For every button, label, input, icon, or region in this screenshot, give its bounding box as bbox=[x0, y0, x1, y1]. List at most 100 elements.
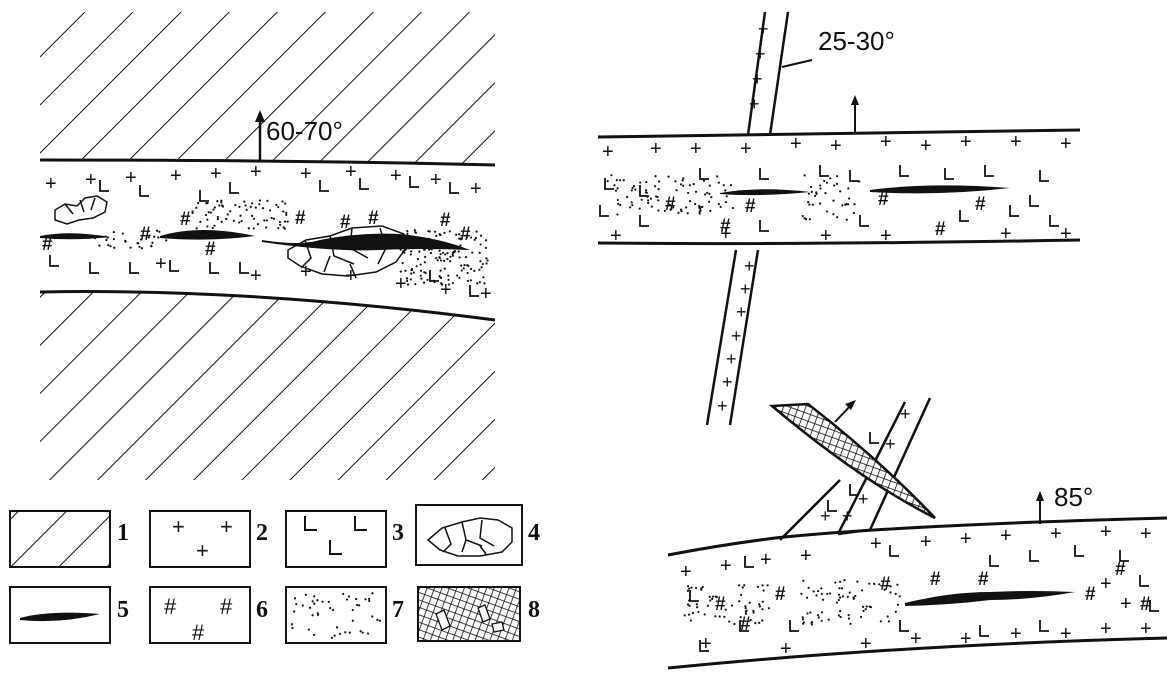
dot-symbol bbox=[898, 595, 901, 598]
dot-symbol bbox=[107, 244, 110, 247]
l-symbol bbox=[944, 168, 954, 180]
dot-symbol bbox=[443, 231, 446, 234]
dot-symbol bbox=[481, 262, 484, 266]
dot-symbol bbox=[647, 201, 650, 205]
dot-symbol bbox=[728, 620, 731, 623]
hash-symbol: # bbox=[740, 614, 751, 635]
dot-symbol bbox=[413, 228, 416, 232]
dot-symbol bbox=[868, 605, 871, 608]
dot-symbol bbox=[206, 225, 209, 228]
left-dip-arrow bbox=[255, 110, 265, 160]
plus-symbol: + bbox=[1050, 523, 1062, 545]
dot-symbol bbox=[422, 281, 426, 284]
dot-symbol bbox=[758, 621, 761, 624]
dot-symbol bbox=[693, 202, 697, 206]
dot-symbol bbox=[644, 191, 647, 194]
dot-symbol bbox=[861, 605, 865, 608]
dot-symbol bbox=[329, 606, 332, 610]
plus-symbol: + bbox=[170, 165, 182, 187]
dot-symbol bbox=[724, 189, 727, 192]
dot-symbol bbox=[485, 262, 488, 265]
dot-symbol bbox=[610, 174, 613, 177]
dot-symbol bbox=[849, 622, 852, 625]
dot-symbol bbox=[834, 581, 837, 584]
bottom-right-dip-arrow bbox=[1036, 491, 1044, 524]
l-symbol bbox=[49, 255, 59, 267]
dot-symbol bbox=[457, 250, 460, 253]
dot-symbol bbox=[254, 206, 257, 209]
plus-symbol: + bbox=[830, 135, 842, 157]
dot-symbol bbox=[351, 619, 354, 622]
dot-symbol bbox=[272, 217, 276, 220]
left-ore-lenses bbox=[40, 230, 470, 251]
dot-symbol bbox=[443, 259, 446, 262]
plus-symbol: + bbox=[910, 628, 922, 650]
dot-symbol bbox=[466, 271, 469, 275]
dot-symbol bbox=[399, 270, 402, 273]
dot-symbol bbox=[364, 598, 367, 601]
dot-symbol bbox=[410, 267, 413, 271]
dot-symbol bbox=[699, 207, 702, 210]
svg-text:+: + bbox=[220, 514, 233, 539]
l-symbol bbox=[449, 182, 459, 194]
dot-symbol bbox=[836, 175, 839, 178]
l-symbol bbox=[1049, 215, 1059, 227]
dot-symbol bbox=[148, 234, 151, 237]
hash-symbol: # bbox=[295, 208, 306, 229]
l-symbol bbox=[889, 545, 899, 557]
dot-symbol bbox=[338, 632, 342, 635]
dot-symbol bbox=[616, 198, 619, 202]
plus-symbol: + bbox=[842, 506, 853, 526]
dot-symbol bbox=[807, 192, 810, 195]
dot-symbol bbox=[820, 611, 824, 614]
l-symbol bbox=[699, 168, 709, 180]
dot-symbol bbox=[841, 204, 844, 207]
dot-symbol bbox=[883, 588, 886, 591]
dot-symbol bbox=[401, 261, 404, 265]
dot-symbol bbox=[204, 213, 208, 217]
dot-symbol bbox=[744, 605, 747, 608]
dot-symbol bbox=[809, 185, 813, 189]
hash-symbol: # bbox=[745, 196, 756, 217]
dot-symbol bbox=[829, 177, 832, 180]
plus-symbol: + bbox=[390, 165, 402, 187]
dot-symbol bbox=[615, 179, 618, 182]
dot-symbol bbox=[766, 584, 769, 587]
dot-symbol bbox=[295, 603, 298, 606]
dot-symbol bbox=[150, 245, 153, 248]
dot-symbol bbox=[409, 278, 412, 281]
plus-symbol: + bbox=[430, 169, 442, 191]
l-symbol bbox=[739, 620, 749, 632]
dot-symbol bbox=[191, 211, 194, 214]
left-dip-angle: 60-70° bbox=[266, 116, 343, 146]
legend-item-1: 1 bbox=[9, 510, 129, 568]
dot-symbol bbox=[838, 587, 841, 590]
dot-symbol bbox=[669, 208, 672, 211]
dot-symbol bbox=[622, 179, 625, 182]
hash-symbol: # bbox=[1085, 584, 1096, 605]
dot-symbol bbox=[807, 586, 810, 589]
l-symbol bbox=[759, 220, 769, 232]
l-symbol bbox=[744, 556, 754, 568]
dot-symbol bbox=[313, 633, 316, 636]
dot-symbol bbox=[646, 195, 649, 198]
hash-symbol: # bbox=[180, 209, 191, 230]
dot-symbol bbox=[744, 606, 747, 610]
dot-symbol bbox=[285, 211, 288, 215]
top-right-vein-dip-arrow bbox=[781, 59, 813, 68]
dot-symbol bbox=[327, 600, 330, 603]
l-symbol bbox=[359, 178, 369, 190]
plus-symbol: + bbox=[1060, 223, 1072, 245]
left-dike-fill: ++++++++++++++++++######### bbox=[42, 161, 492, 305]
dot-symbol bbox=[754, 622, 757, 625]
dot-symbol bbox=[250, 214, 254, 217]
dot-symbol bbox=[410, 250, 413, 253]
dot-symbol bbox=[832, 199, 835, 202]
dot-symbol bbox=[829, 592, 832, 595]
dot-symbol bbox=[458, 233, 461, 236]
dot-symbol bbox=[345, 598, 349, 601]
dot-symbol bbox=[733, 622, 736, 626]
dot-symbol bbox=[686, 584, 690, 588]
dot-symbol bbox=[225, 217, 228, 221]
dot-symbol bbox=[286, 220, 289, 223]
